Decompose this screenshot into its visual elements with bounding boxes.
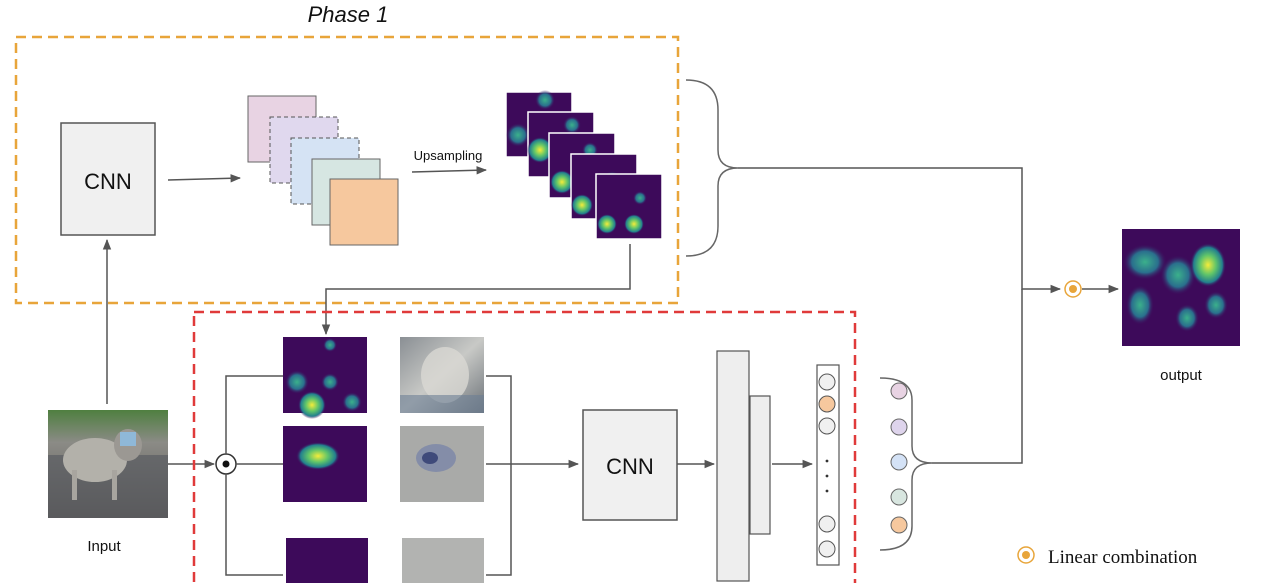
weight-circle — [890, 418, 908, 436]
heatmap — [595, 173, 663, 240]
weight-circle — [890, 382, 908, 400]
phase2-heatmap — [286, 538, 368, 583]
phase2-cnn-block: CNN — [582, 409, 678, 521]
weight-circle — [890, 488, 908, 506]
arrow-cnn-to-features — [167, 174, 242, 183]
arrow-phase1-to-combination — [738, 167, 1062, 294]
weight-circles — [890, 382, 908, 534]
merge-top — [486, 375, 512, 464]
elementwise-multiply-node — [215, 453, 237, 475]
score-node — [818, 540, 836, 558]
input-image — [48, 410, 168, 518]
arrow-heatmaps-to-phase2 — [321, 244, 631, 336]
input-label: Input — [87, 538, 121, 555]
feature-map — [329, 178, 399, 246]
score-node — [818, 417, 836, 435]
phase2-border — [192, 310, 857, 583]
masked-image — [400, 426, 484, 502]
phase2-cnn-label: CNN — [606, 454, 654, 479]
phase1-title: Phase 1 — [308, 2, 389, 27]
ellipsis-dot — [825, 459, 829, 463]
phase2-heatmap — [283, 337, 367, 419]
upsampling-label: Upsampling — [414, 148, 483, 163]
heatmap-stack — [505, 90, 663, 240]
legend-label: Linear combination — [1048, 547, 1198, 568]
masked-image — [402, 538, 484, 583]
ellipsis-dot — [825, 474, 829, 478]
arrow-upsampling — [411, 166, 488, 175]
feature-map-stack — [247, 95, 399, 246]
phase1-cnn-label: CNN — [84, 169, 132, 194]
phase2-heatmap — [283, 426, 367, 502]
weight-circle — [890, 453, 908, 471]
masked-image — [400, 337, 484, 413]
fc-layer-1 — [716, 350, 750, 582]
score-node — [818, 515, 836, 533]
weight-circle — [890, 516, 908, 534]
output-heatmap — [1122, 229, 1240, 346]
score-node — [818, 373, 836, 391]
linear-combination-node — [1064, 280, 1082, 298]
merge-bottom — [486, 464, 512, 576]
branch-top — [225, 375, 283, 454]
legend: Linear combination — [1017, 546, 1198, 568]
fc-layer-2 — [749, 395, 771, 535]
phase1-brace — [685, 79, 739, 257]
score-vector — [816, 364, 840, 566]
ellipsis-dot — [825, 489, 829, 493]
branch-bottom — [225, 474, 283, 576]
score-node-selected — [818, 395, 836, 413]
phase1-cnn-block: CNN — [60, 122, 156, 236]
arrow-weights-to-combination — [932, 289, 1023, 464]
output-label: output — [1160, 367, 1203, 384]
